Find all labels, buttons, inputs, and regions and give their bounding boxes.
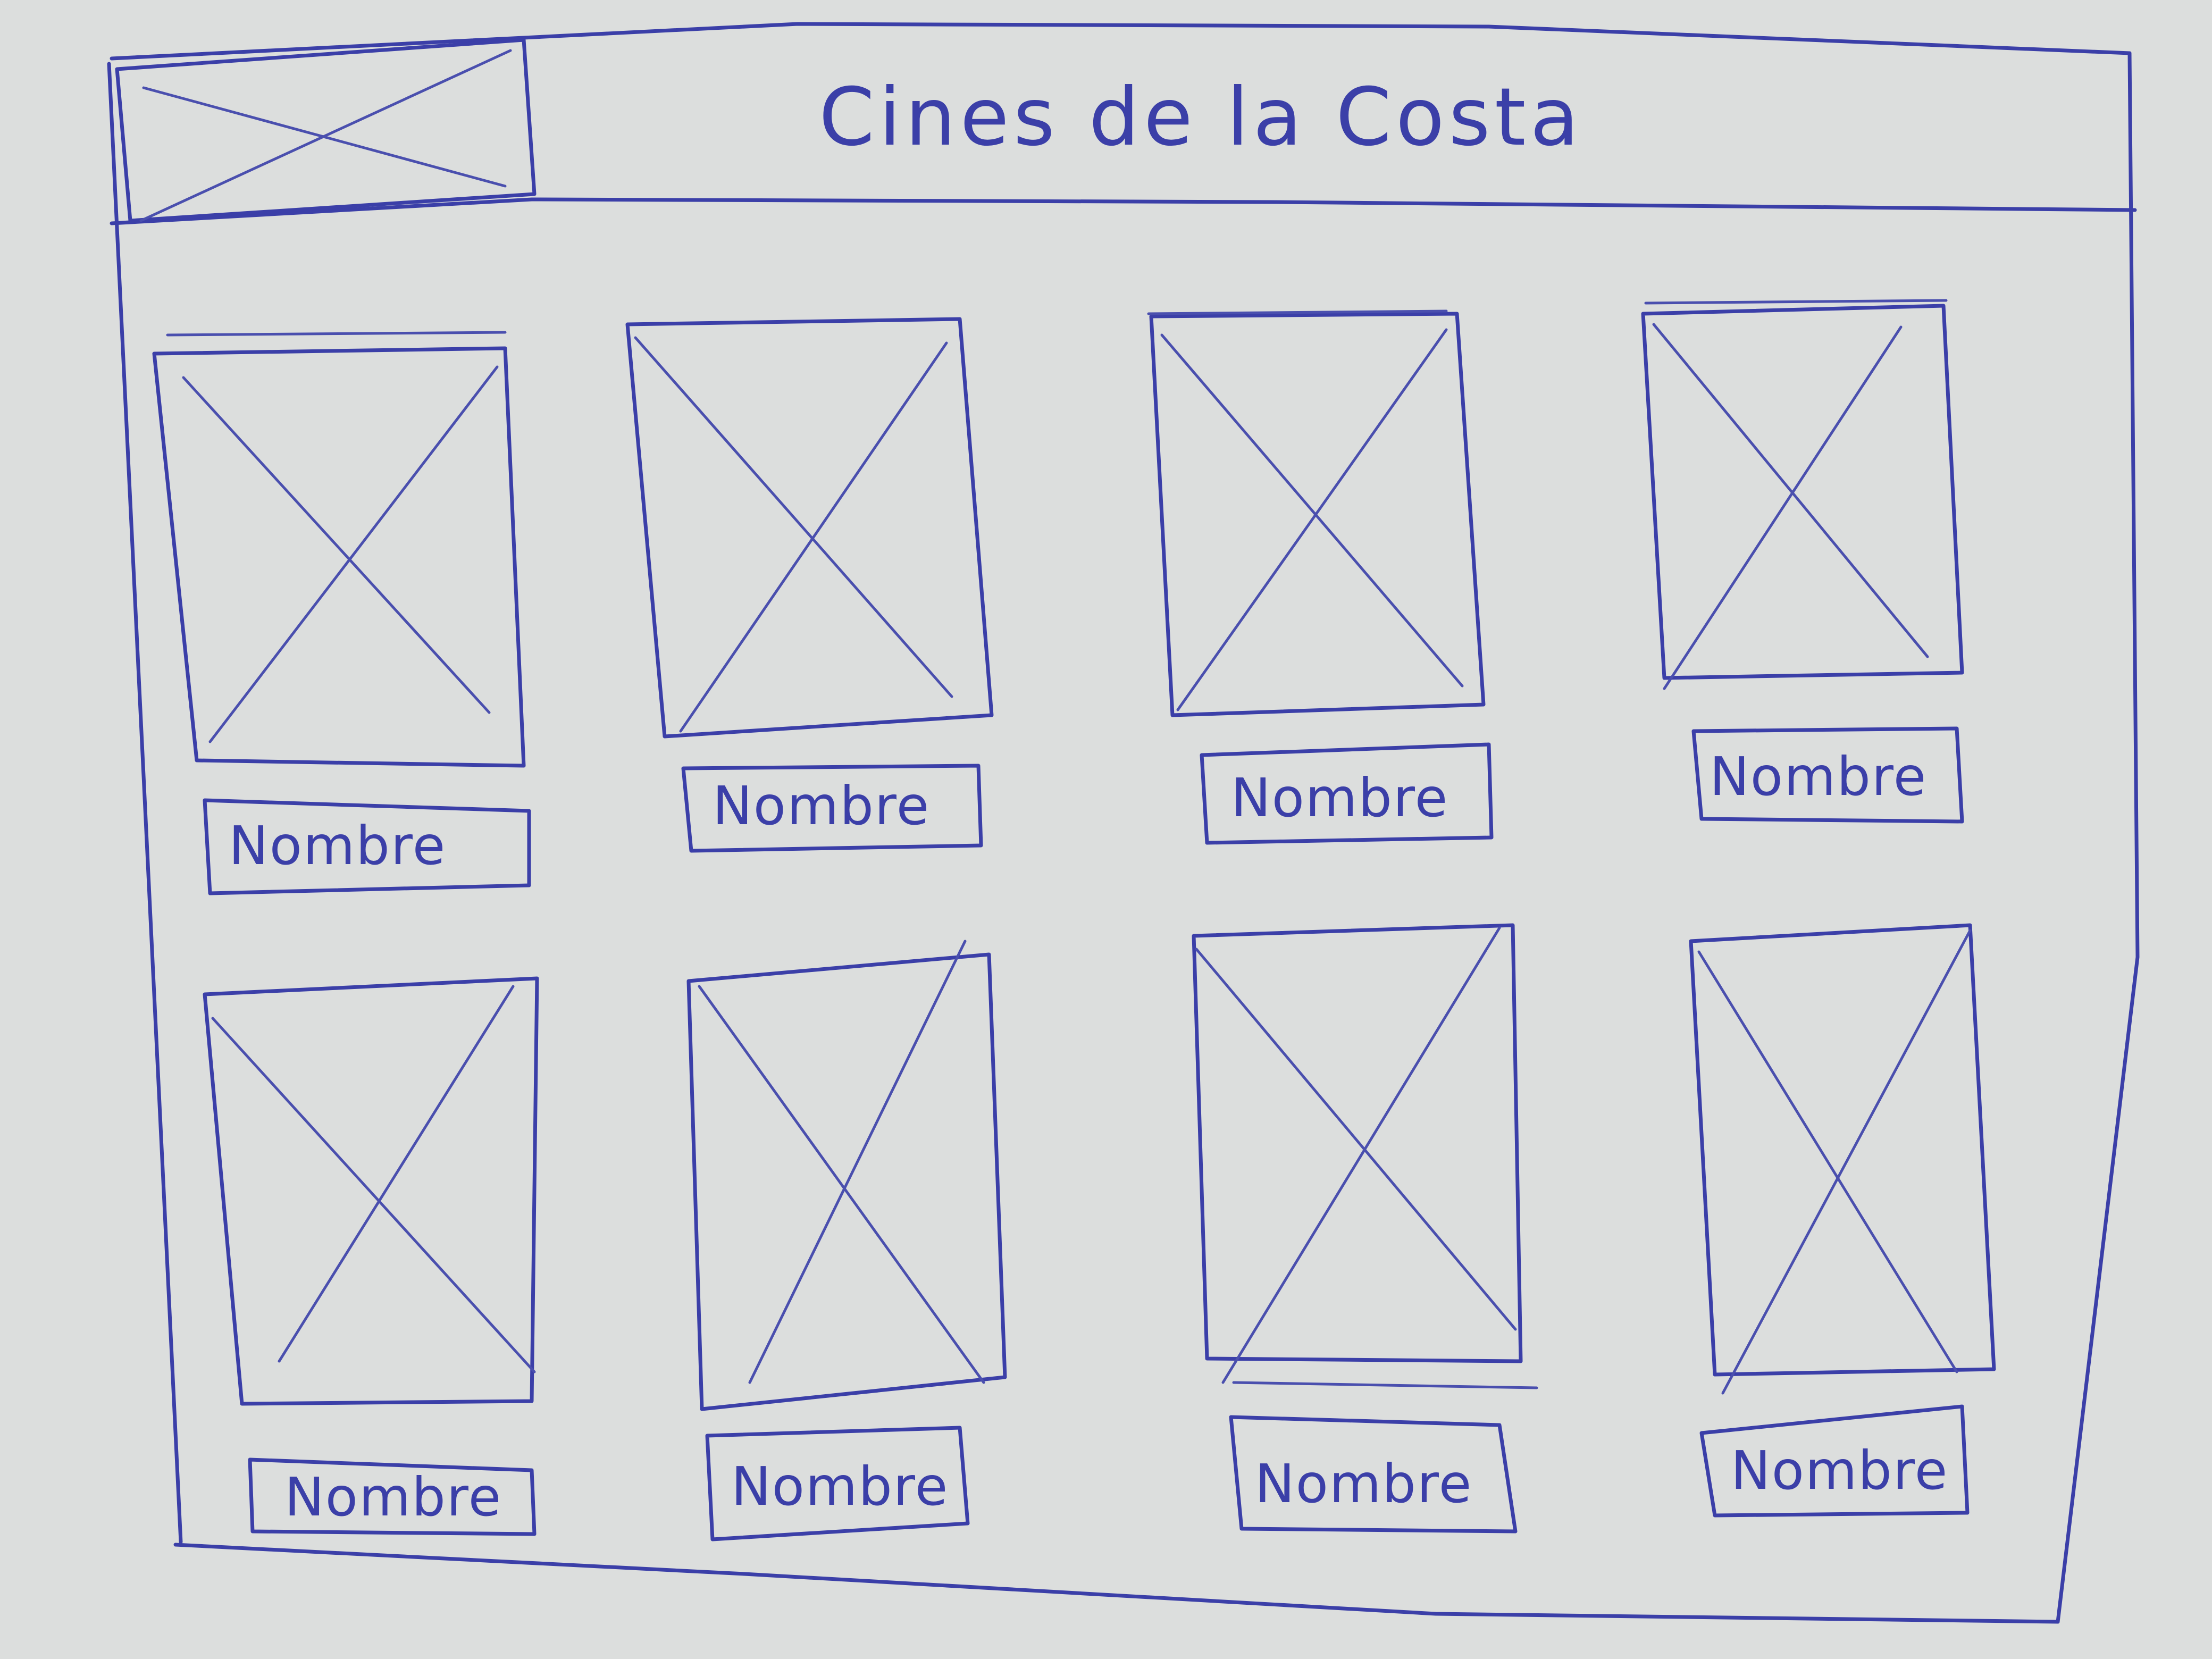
movie-card[interactable]: Nombre — [1192, 923, 1538, 1534]
card-name: Nombre — [713, 775, 930, 837]
movie-card[interactable]: Nombre — [1641, 299, 1964, 824]
movie-card[interactable]: Nombre — [686, 940, 1007, 1541]
card-name: Nombre — [1710, 745, 1927, 808]
card-name: Nombre — [229, 815, 446, 877]
name-box — [248, 1457, 537, 1536]
card-name: Nombre — [1731, 1439, 1948, 1502]
logo-placeholder[interactable] — [115, 38, 537, 223]
movie-card[interactable]: Nombre — [203, 976, 539, 1536]
movie-card[interactable]: Nombre — [152, 331, 531, 895]
movie-card[interactable]: Nombre — [625, 317, 994, 853]
image-placeholder-icon — [1192, 923, 1538, 1389]
image-placeholder-icon — [115, 38, 537, 223]
name-box — [1691, 726, 1964, 824]
image-placeholder-icon — [625, 317, 994, 739]
card-name: Nombre — [1255, 1453, 1472, 1515]
card-name: Nombre — [284, 1466, 502, 1528]
name-box — [203, 798, 531, 895]
page-title: Cines de la Costa — [819, 71, 1583, 164]
image-placeholder-icon — [203, 976, 539, 1406]
page-frame — [107, 22, 2140, 1624]
image-placeholder-icon — [1641, 299, 1964, 690]
image-placeholder-icon — [152, 331, 526, 768]
card-name: Nombre — [731, 1455, 949, 1518]
movie-card[interactable]: Nombre — [1147, 309, 1494, 845]
header-bar — [110, 197, 2137, 225]
name-box — [1200, 742, 1494, 845]
image-placeholder-icon — [686, 940, 1007, 1411]
name-box — [1699, 1404, 1970, 1518]
image-placeholder-icon — [1147, 309, 1486, 717]
name-box — [681, 764, 983, 853]
name-box — [1229, 1415, 1518, 1534]
card-name: Nombre — [1231, 767, 1448, 829]
image-placeholder-icon — [1689, 923, 1996, 1395]
movie-card[interactable]: Nombre — [1689, 923, 1996, 1518]
name-box — [705, 1426, 970, 1541]
